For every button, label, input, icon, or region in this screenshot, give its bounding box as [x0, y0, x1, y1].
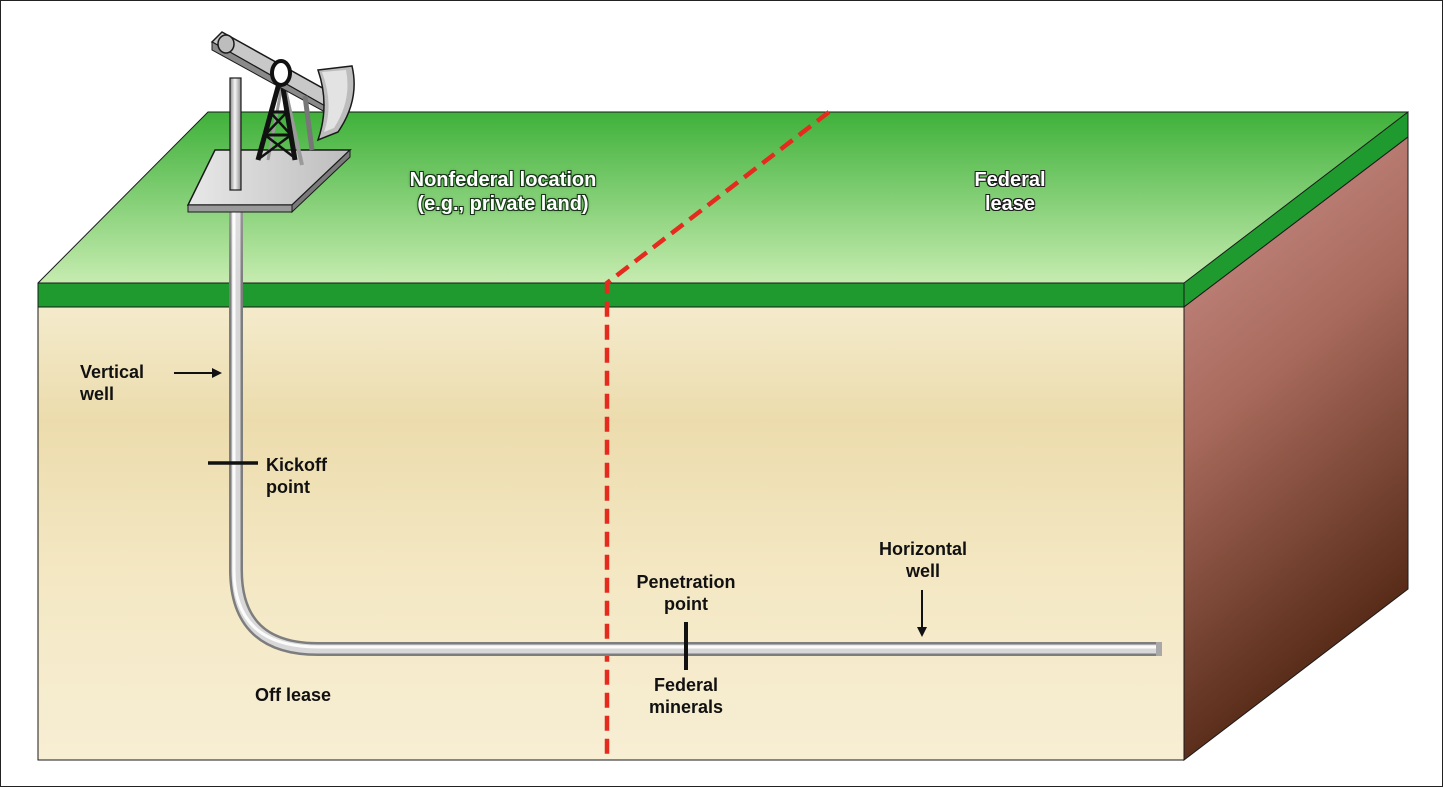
horizontal-well-arrow [917, 590, 927, 637]
vertical-well-label: Vertical well [80, 361, 180, 405]
federal-lease-line1: Federal [974, 169, 1046, 191]
vertical-well-line1: Vertical [80, 362, 145, 382]
horizontal-well-line2: well [905, 561, 940, 581]
soil-side-face [1183, 135, 1409, 762]
penetration-point-label: Penetration point [616, 571, 756, 615]
off-lease-label: Off lease [255, 685, 332, 705]
soil-front-face [37, 306, 1185, 761]
federal-lease-line2: lease [984, 193, 1036, 215]
nonfederal-line2: (e.g., private land) [417, 193, 589, 215]
federal-minerals-line2: minerals [648, 697, 724, 717]
penetration-line2: point [664, 594, 708, 614]
pump-jack-icon [186, 31, 355, 214]
horizontal-well-label: Horizontal well [858, 538, 988, 582]
penetration-line1: Penetration [636, 572, 736, 592]
grass-front-edge [37, 282, 1185, 308]
federal-minerals-line1: Federal [653, 675, 719, 695]
lease-boundary-line [604, 110, 831, 760]
vertical-well-arrow [174, 368, 222, 378]
horizontal-well-line1: Horizontal [879, 539, 967, 559]
vertical-well-line2: well [80, 384, 115, 404]
kickoff-line2: point [266, 477, 310, 497]
ground-surface-top [38, 112, 1408, 283]
federal-minerals-label: Federal minerals [626, 674, 746, 718]
kickoff-point-label: Kickoff point [266, 454, 366, 498]
nonfederal-location-label: Nonfederal location (e.g., private land) [378, 168, 628, 216]
federal-lease-label: Federal lease [950, 168, 1070, 216]
kickoff-line1: Kickoff [266, 455, 328, 475]
nonfederal-line1: Nonfederal location [409, 169, 597, 191]
